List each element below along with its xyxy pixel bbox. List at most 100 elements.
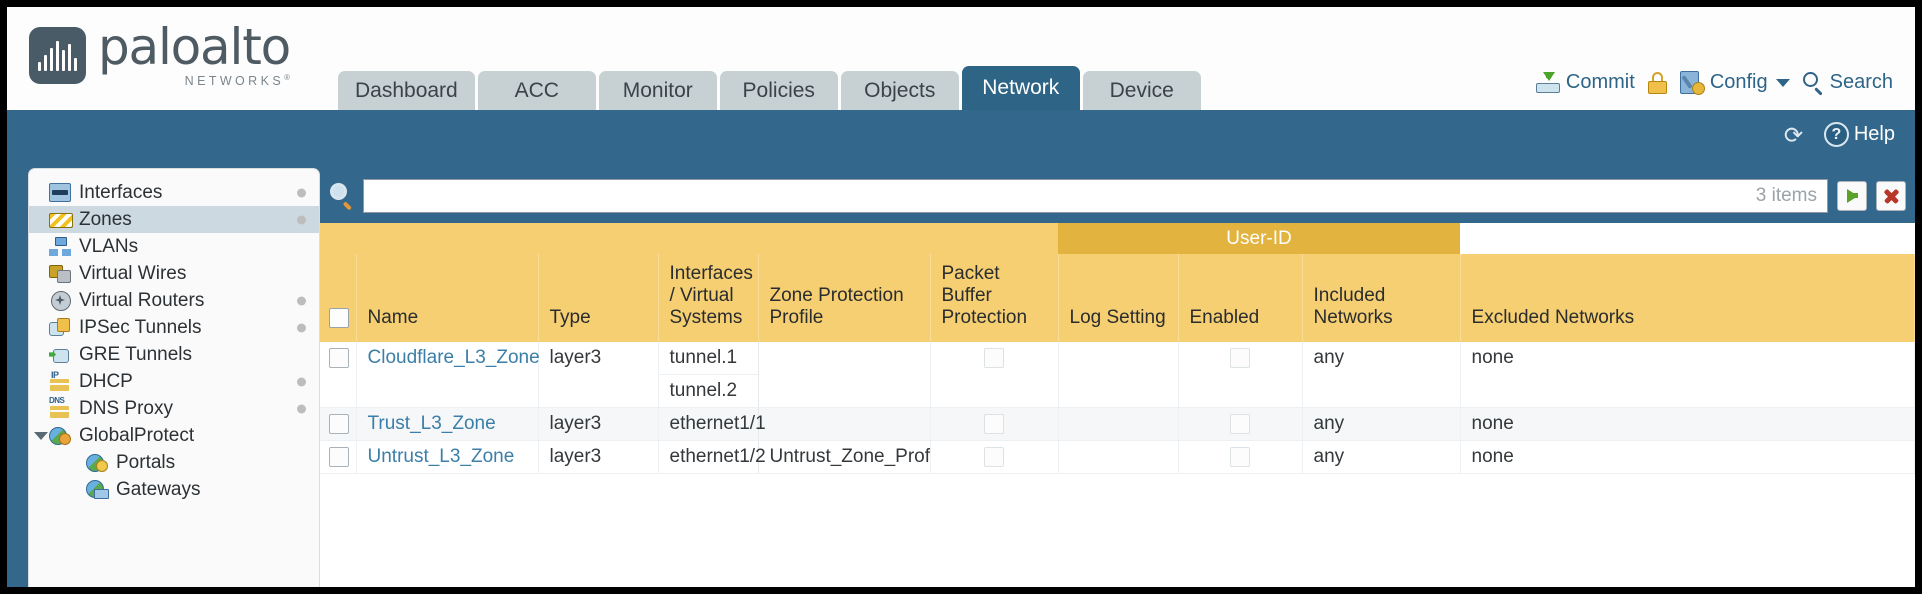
- row-select-cell: [320, 440, 357, 474]
- table-row[interactable]: Cloudflare_L3_Zone layer3 tunnel.1 tunne…: [320, 342, 1915, 408]
- cell-included-networks: any: [1302, 342, 1461, 408]
- table-row[interactable]: Trust_L3_Zone layer3 ethernet1/1: [320, 407, 1915, 441]
- status-dot: [297, 323, 306, 332]
- cell-type: layer3: [538, 440, 659, 474]
- gateways-icon: [86, 480, 109, 499]
- tab-policies[interactable]: Policies: [719, 71, 838, 110]
- sidebar-item-dhcp[interactable]: DHCP: [29, 368, 319, 395]
- clear-filter-button[interactable]: [1876, 180, 1906, 211]
- cell-name: Trust_L3_Zone: [356, 407, 539, 441]
- row-checkbox[interactable]: [329, 347, 349, 368]
- sidebar-item-virtual-routers[interactable]: Virtual Routers: [29, 287, 319, 314]
- cell-type: layer3: [538, 342, 659, 408]
- cell-packet-buffer-protection: [930, 440, 1059, 474]
- select-all-checkbox[interactable]: [329, 307, 349, 328]
- column-header-included-networks[interactable]: Included Networks: [1302, 254, 1461, 342]
- userid-enabled-checkbox[interactable]: [1230, 446, 1250, 467]
- paloalto-logo-icon: [29, 27, 86, 85]
- interface-entry: ethernet1/1: [669, 413, 766, 434]
- dns-proxy-icon: [49, 396, 71, 418]
- config-menu[interactable]: Config: [1679, 71, 1790, 95]
- tab-objects[interactable]: Objects: [840, 71, 959, 110]
- help-button[interactable]: ? Help: [1823, 122, 1895, 147]
- sidebar-item-gateways[interactable]: Gateways: [29, 476, 319, 503]
- close-icon: [1883, 187, 1900, 204]
- column-header-name[interactable]: Name: [356, 254, 539, 342]
- status-dot: [297, 188, 306, 197]
- band-actions: ⟳ ? Help: [1784, 122, 1895, 147]
- zones-table-wrapper: User-ID Name Type Interfaces / Virtual S…: [320, 223, 1915, 587]
- userid-enabled-checkbox[interactable]: [1230, 347, 1250, 368]
- sidebar-item-interfaces[interactable]: Interfaces: [29, 179, 319, 206]
- cell-interfaces: ethernet1/2: [658, 440, 766, 474]
- cell-zone-protection-profile: Untrust_Zone_Prof: [758, 440, 931, 474]
- dhcp-icon: [49, 370, 71, 391]
- zone-link[interactable]: Trust_L3_Zone: [367, 413, 496, 434]
- column-header-type[interactable]: Type: [538, 254, 659, 342]
- sidebar-item-ipsec-tunnels[interactable]: IPSec Tunnels: [29, 314, 319, 341]
- virtual-routers-icon: [49, 291, 71, 311]
- zone-link[interactable]: Cloudflare_L3_Zone: [367, 347, 540, 368]
- row-select-cell: [320, 342, 357, 408]
- sidebar-item-dns-proxy[interactable]: DNS Proxy: [29, 395, 319, 422]
- group-header-userid: User-ID: [1058, 223, 1461, 254]
- column-header-zone-protection-profile[interactable]: Zone Protection Profile: [758, 254, 931, 342]
- cell-enabled: [1178, 407, 1303, 441]
- sub-header-band: ⟳ ? Help: [7, 110, 1915, 168]
- search-button[interactable]: Search: [1802, 71, 1893, 96]
- sidebar-item-virtual-wires[interactable]: Virtual Wires: [29, 260, 319, 287]
- brand-name: paloalto: [98, 17, 291, 76]
- vlans-icon: [49, 237, 71, 256]
- tab-dashboard[interactable]: Dashboard: [338, 71, 475, 110]
- apply-filter-button[interactable]: [1837, 180, 1867, 211]
- gre-tunnels-icon: [49, 345, 71, 364]
- arrow-right-icon: [1846, 188, 1858, 203]
- commit-button[interactable]: Commit: [1535, 71, 1635, 94]
- chevron-down-icon[interactable]: [34, 431, 48, 440]
- zones-table: User-ID Name Type Interfaces / Virtual S…: [320, 223, 1915, 474]
- column-header-log-setting[interactable]: Log Setting: [1058, 254, 1179, 342]
- packet-buffer-protection-checkbox[interactable]: [984, 413, 1004, 434]
- cell-included-networks: any: [1302, 407, 1461, 441]
- cell-included-networks: any: [1302, 440, 1461, 474]
- sidebar-item-portals[interactable]: Portals: [29, 449, 319, 476]
- tab-network[interactable]: Network: [961, 66, 1080, 110]
- tab-monitor[interactable]: Monitor: [598, 71, 717, 110]
- tab-device[interactable]: Device: [1082, 71, 1201, 110]
- commit-label: Commit: [1565, 71, 1635, 93]
- table-header-row: Name Type Interfaces / Virtual Systems Z…: [320, 254, 1915, 342]
- packet-buffer-protection-checkbox[interactable]: [984, 347, 1004, 368]
- config-label: Config: [1709, 71, 1768, 93]
- header-bar: paloalto NETWORKS® Dashboard ACC Monitor…: [7, 7, 1915, 110]
- lock-icon[interactable]: [1647, 71, 1667, 94]
- brand-logo: paloalto NETWORKS®: [29, 17, 291, 88]
- sidebar-item-globalprotect[interactable]: GlobalProtect: [29, 422, 319, 449]
- tab-acc[interactable]: ACC: [477, 71, 596, 110]
- cell-packet-buffer-protection: [930, 342, 1059, 408]
- table-row[interactable]: Untrust_L3_Zone layer3 ethernet1/2 Untru…: [320, 440, 1915, 474]
- sidebar-item-zones[interactable]: Zones: [29, 206, 319, 233]
- refresh-icon[interactable]: ⟳: [1783, 121, 1804, 148]
- userid-enabled-checkbox[interactable]: [1230, 413, 1250, 434]
- brand-tagline: NETWORKS®: [184, 72, 290, 88]
- cell-zone-protection-profile: [758, 342, 931, 408]
- column-header-interfaces[interactable]: Interfaces / Virtual Systems: [658, 254, 759, 342]
- sidebar-item-gre-tunnels[interactable]: GRE Tunnels: [29, 341, 319, 368]
- sidebar-nav: Interfaces Zones VLANs Virtual Wires Vir…: [28, 168, 320, 587]
- packet-buffer-protection-checkbox[interactable]: [984, 446, 1004, 467]
- cell-name: Untrust_L3_Zone: [356, 440, 539, 474]
- filter-input[interactable]: 3 items: [363, 178, 1828, 213]
- column-header-packet-buffer-protection[interactable]: Packet Buffer Protection: [930, 254, 1059, 342]
- row-checkbox[interactable]: [329, 413, 349, 434]
- chevron-down-icon: [1775, 78, 1790, 87]
- filter-search-icon[interactable]: [329, 183, 354, 210]
- cell-enabled: [1178, 440, 1303, 474]
- config-icon: [1679, 71, 1705, 95]
- row-checkbox[interactable]: [329, 446, 349, 467]
- column-header-enabled[interactable]: Enabled: [1178, 254, 1303, 342]
- zone-link[interactable]: Untrust_L3_Zone: [367, 446, 515, 467]
- body-area: Interfaces Zones VLANs Virtual Wires Vir…: [7, 168, 1915, 587]
- sidebar-item-vlans[interactable]: VLANs: [29, 233, 319, 260]
- column-header-excluded-networks[interactable]: Excluded Networks: [1460, 254, 1915, 342]
- search-icon: [1802, 72, 1824, 96]
